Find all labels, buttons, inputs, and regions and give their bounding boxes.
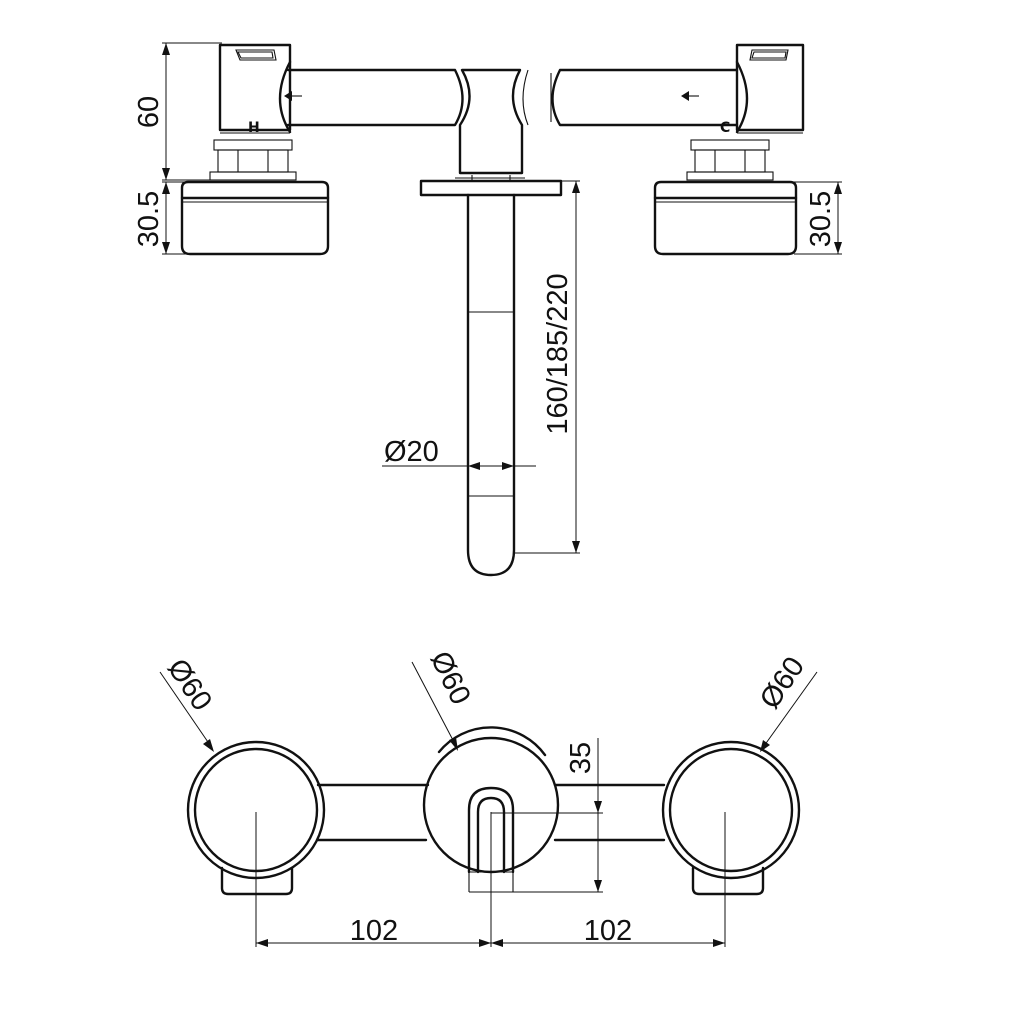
spout-length-label: 160/185/220 [542, 273, 574, 434]
cold-valve: C [653, 43, 805, 256]
spout-offset-dimension: 35 [491, 738, 603, 893]
side-view: H C 60 [133, 42, 842, 577]
center-diameter-leader: Ø60 [411, 646, 476, 751]
spout [466, 193, 516, 577]
spout-offset-label: 35 [565, 742, 597, 774]
right-handle [661, 740, 801, 896]
spacing-dimension: 102 102 [255, 812, 726, 947]
spout-diameter-label: Ø20 [384, 436, 439, 468]
spout-body [419, 68, 563, 197]
left-spacing-label: 102 [350, 915, 398, 947]
right-flange-label: 30.5 [805, 191, 837, 247]
spout-diameter-dimension: Ø20 [382, 436, 536, 470]
right-flange-dimension: 30.5 [794, 181, 842, 255]
left-flange-dimension: 30.5 [133, 181, 186, 255]
hot-mark: H [248, 120, 260, 136]
right-diameter-label: Ø60 [754, 651, 811, 714]
hot-valve: H [180, 43, 330, 256]
left-diameter-leader: Ø60 [159, 653, 218, 752]
right-spacing-label: 102 [584, 915, 632, 947]
front-view: Ø60 Ø60 Ø60 35 [159, 646, 818, 947]
front-pipes [316, 783, 666, 842]
height-dimension: 60 [133, 42, 222, 181]
right-diameter-leader: Ø60 [754, 651, 818, 752]
left-flange-label: 30.5 [133, 191, 165, 247]
height-label: 60 [133, 96, 165, 128]
body-pipe [286, 68, 739, 127]
spout-length-dimension: 160/185/220 [514, 180, 580, 554]
cold-mark: C [720, 120, 730, 136]
